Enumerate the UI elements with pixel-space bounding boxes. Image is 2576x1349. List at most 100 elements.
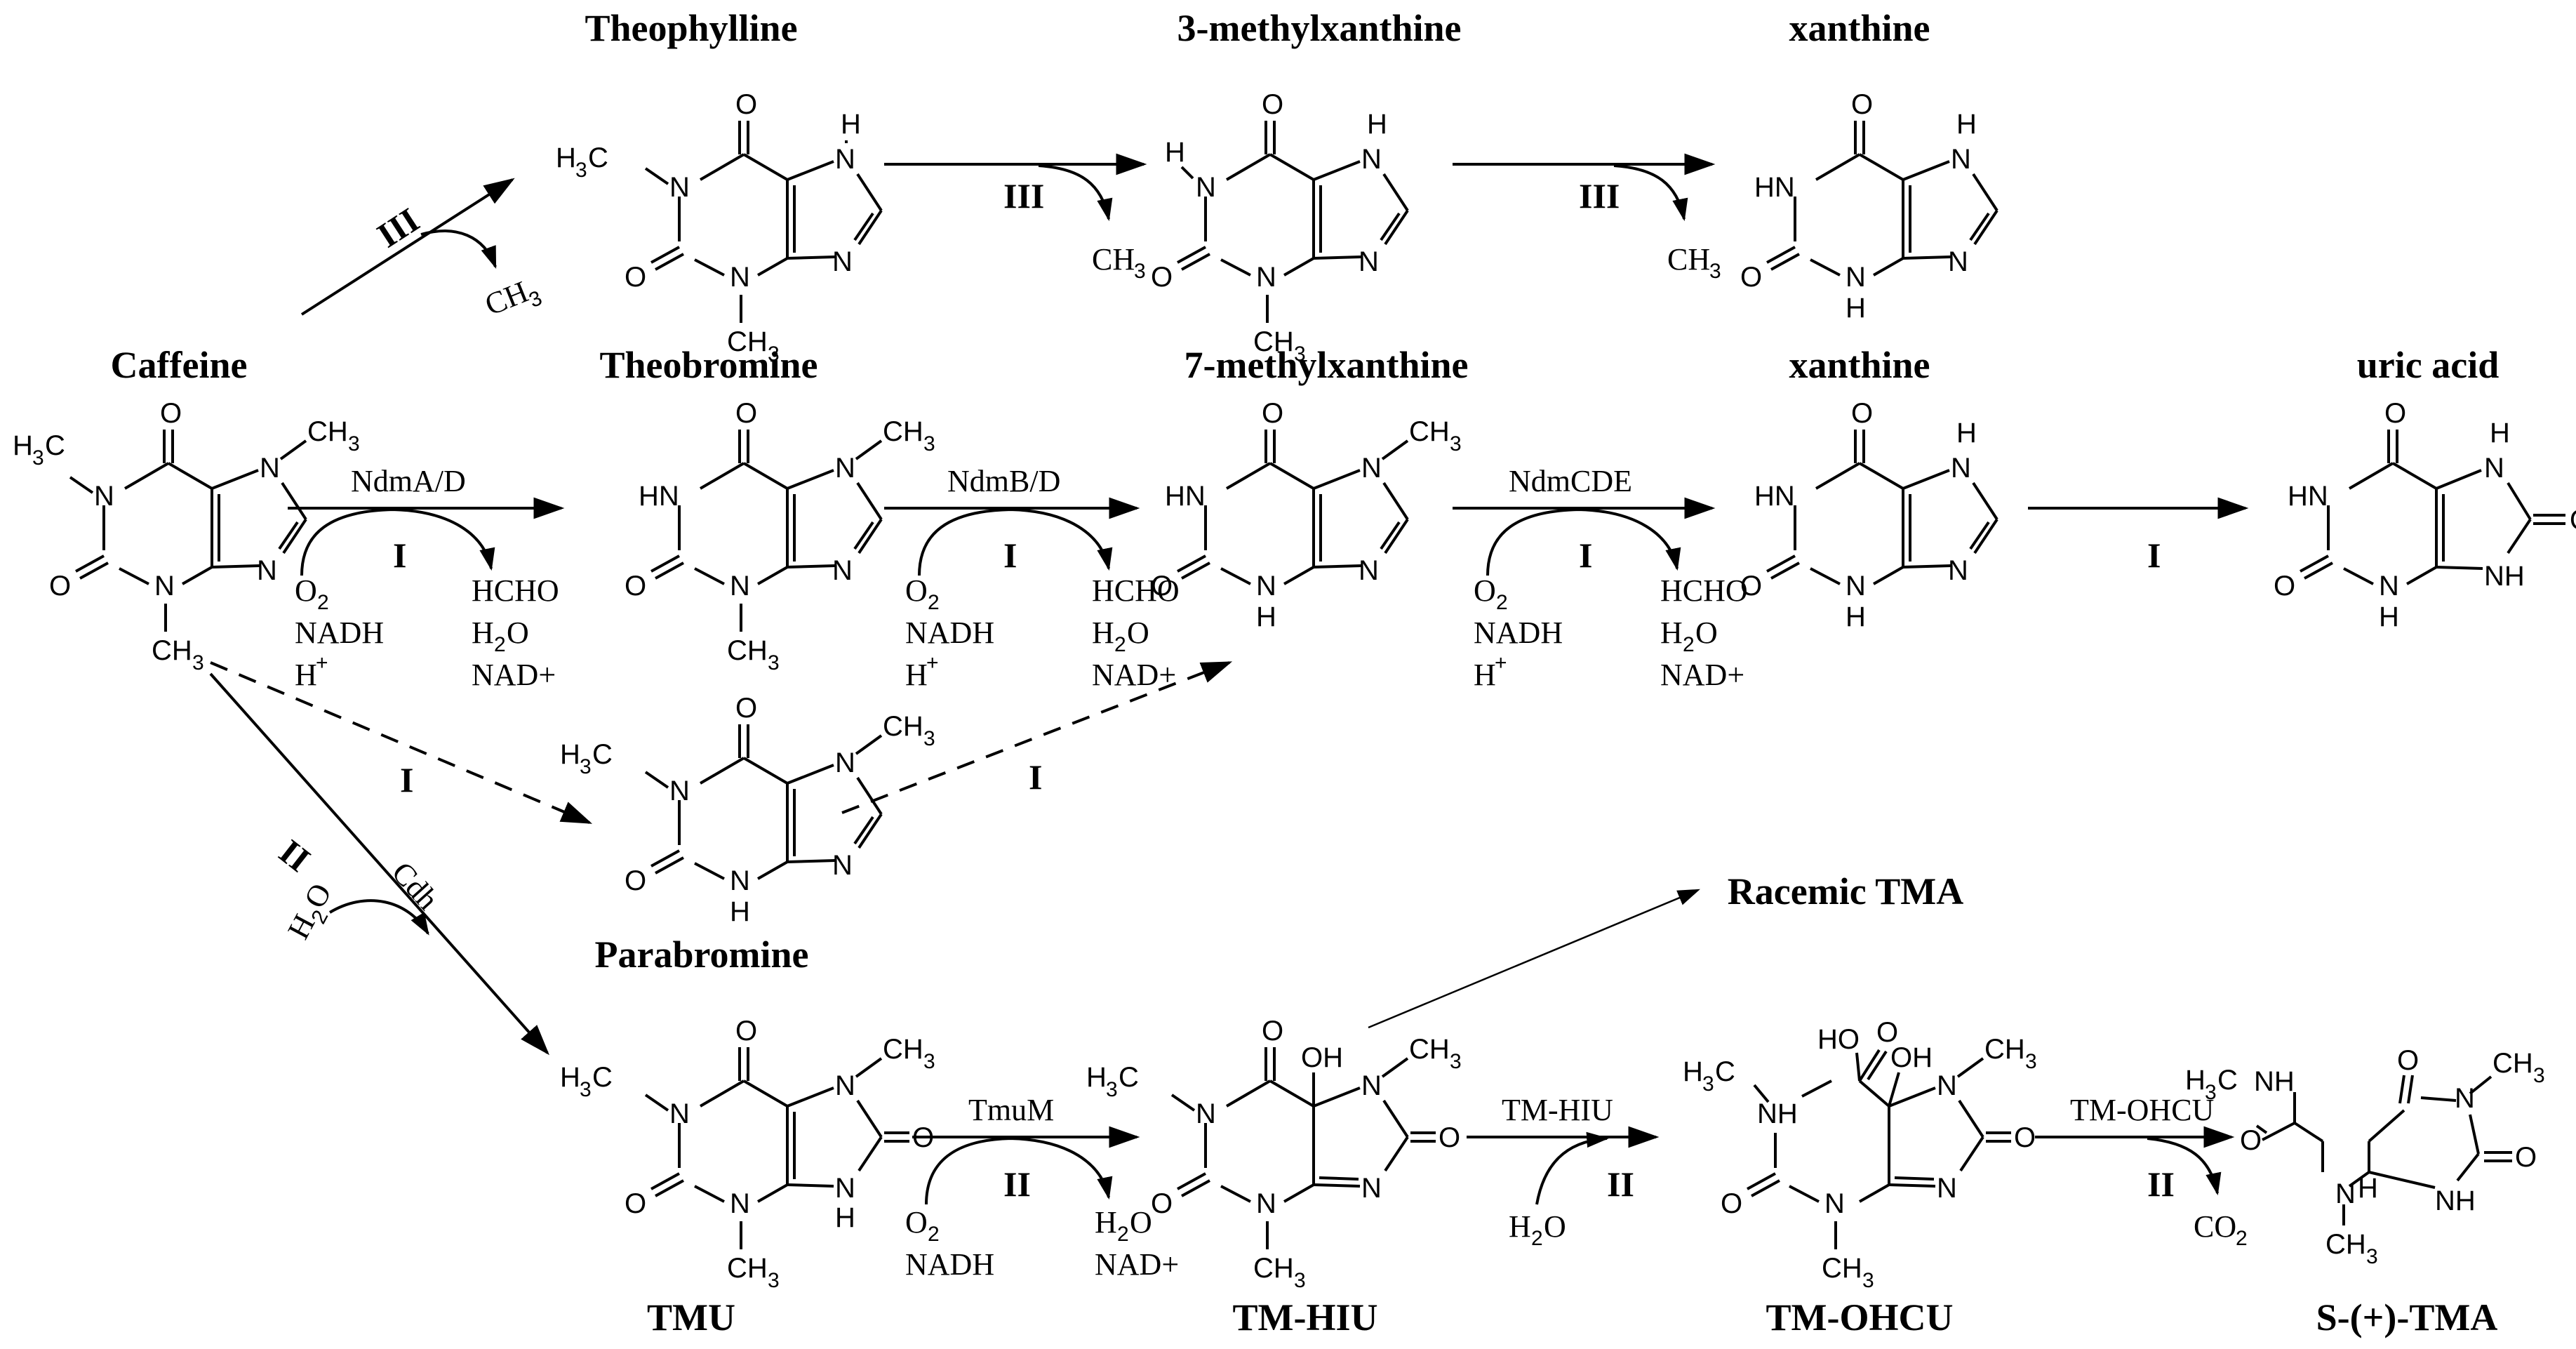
- name-s-tma: S-(+)-TMA: [2316, 1296, 2498, 1338]
- svg-text:3: 3: [1106, 1078, 1118, 1101]
- cofactor-o2-4: O: [905, 1205, 928, 1240]
- enzyme-tmohcu: TM-OHCU: [2070, 1093, 2214, 1127]
- svg-text:C: C: [588, 142, 608, 173]
- svg-text:H: H: [2185, 1065, 2205, 1096]
- svg-text:3: 3: [2205, 1081, 2217, 1104]
- svg-text:CH: CH: [307, 416, 348, 447]
- svg-text:O: O: [1740, 571, 1762, 602]
- svg-text:H: H: [835, 1202, 855, 1233]
- cofactor-o2-2-sub: 2: [928, 591, 940, 614]
- svg-text:3: 3: [348, 432, 360, 456]
- svg-text:N: N: [94, 481, 114, 512]
- arrow-ch3-release-xanthine: [1613, 164, 1688, 222]
- name-theobromine: Theobromine: [599, 344, 817, 386]
- svg-text:O: O: [2570, 505, 2576, 536]
- cofactor-nadh-3: NADH: [1474, 616, 1563, 650]
- name-parabromine: Parabromine: [595, 933, 809, 976]
- svg-text:O: O: [735, 89, 757, 120]
- svg-text:H: H: [13, 430, 33, 461]
- svg-text:H: H: [1956, 109, 1977, 140]
- arrow-tmum-cofactor-curve: [925, 1136, 1113, 1205]
- cofactor-nad-4: NAD+: [1095, 1247, 1179, 1282]
- svg-text:3: 3: [1294, 343, 1306, 366]
- svg-text:CH: CH: [480, 274, 533, 322]
- arrow-tmhiu-cofactor-curve: [1535, 1131, 1610, 1205]
- svg-text:N: N: [1937, 1173, 1957, 1204]
- svg-text:O: O: [1851, 89, 1873, 120]
- pathway-label-i-parabromine-7mx: I: [1029, 757, 1042, 797]
- svg-text:H: H: [1367, 109, 1387, 140]
- cofactor-h2o-3-o: O: [1695, 616, 1718, 650]
- svg-text:NH: NH: [2435, 1185, 2476, 1216]
- cofactor-ch3-xanthine-sub: 3: [1709, 260, 1721, 283]
- svg-text:O: O: [2014, 1122, 2036, 1153]
- svg-text:N: N: [2484, 453, 2504, 484]
- cofactor-h-1: H: [295, 658, 317, 692]
- svg-text:H: H: [1683, 1056, 1703, 1087]
- cofactor-co2-sub: 2: [2236, 1227, 2248, 1250]
- svg-text:O: O: [298, 878, 338, 914]
- svg-text:3: 3: [1450, 1050, 1462, 1073]
- svg-text:C: C: [1715, 1056, 1735, 1087]
- svg-text:O: O: [735, 398, 757, 429]
- svg-text:H: H: [1165, 137, 1185, 168]
- svg-text:N: N: [832, 246, 853, 277]
- cofactor-h2o-4-o: O: [1130, 1205, 1152, 1240]
- svg-text:HN: HN: [1754, 481, 1795, 512]
- svg-text:N: N: [2379, 571, 2399, 602]
- cofactor-h2o-2-sub: 2: [1114, 633, 1126, 656]
- svg-text:O: O: [1876, 1017, 1898, 1048]
- svg-text:NH: NH: [2484, 561, 2525, 592]
- svg-text:O: O: [1262, 1016, 1283, 1046]
- svg-text:3: 3: [1862, 1269, 1874, 1292]
- structure-theophylline: O N O N N H N H 3 C CH 3: [556, 89, 883, 366]
- cofactor-hcho-2: HCHO: [1092, 573, 1180, 608]
- svg-text:CH: CH: [152, 635, 192, 666]
- svg-text:CH: CH: [1253, 1253, 1294, 1284]
- svg-text:N: N: [1361, 1173, 1382, 1204]
- svg-text:3: 3: [923, 1050, 935, 1073]
- cofactor-h-2-sup: +: [926, 651, 939, 674]
- svg-text:N: N: [1951, 144, 1971, 175]
- pathway-label-ii-tm-ohcu: II: [1607, 1164, 1634, 1204]
- cofactor-h2o-1-sub: 2: [494, 633, 506, 656]
- svg-text:N: N: [835, 747, 855, 778]
- svg-text:H: H: [1256, 602, 1276, 632]
- svg-text:O: O: [2397, 1045, 2419, 1076]
- svg-text:O: O: [1151, 262, 1173, 293]
- svg-text:N: N: [1256, 1188, 1276, 1219]
- svg-text:N: N: [669, 172, 690, 203]
- svg-text:NH: NH: [1757, 1098, 1798, 1129]
- svg-text:N: N: [1359, 555, 1379, 586]
- svg-text:3: 3: [192, 651, 204, 674]
- pathway-label-i-parabromine: I: [400, 760, 413, 799]
- cofactor-h-3: H: [1474, 658, 1496, 692]
- cofactor-h2o-2: H: [1092, 616, 1114, 650]
- svg-text:N: N: [835, 1173, 855, 1204]
- svg-text:CH: CH: [883, 416, 923, 447]
- pathway-label-ii-tmu: II: [272, 832, 318, 879]
- svg-text:CH: CH: [727, 1253, 768, 1284]
- svg-text:H: H: [1086, 1062, 1107, 1093]
- cofactor-o2-1: O: [295, 573, 317, 608]
- arrow-ndmcde-cofactor-curve: [1486, 507, 1681, 576]
- structure-tmu: O N O N N N H O H 3 C CH 3 CH 3: [560, 1016, 935, 1292]
- name-racemic-tma: Racemic TMA: [1728, 870, 1963, 912]
- svg-text:C: C: [45, 430, 65, 461]
- svg-text:3: 3: [768, 651, 780, 674]
- svg-text:CH: CH: [1822, 1253, 1862, 1284]
- cofactor-h2o-1-o: O: [507, 616, 529, 650]
- name-tm-hiu: TM-HIU: [1233, 1296, 1378, 1338]
- svg-text:CH: CH: [883, 711, 923, 742]
- structure-xanthine-top: O HN O N H N H N: [1740, 89, 1998, 324]
- svg-text:N: N: [1846, 262, 1866, 293]
- svg-text:CH: CH: [727, 635, 768, 666]
- svg-text:N: N: [1256, 571, 1276, 602]
- pathway-label-i-theobromine: I: [393, 536, 406, 575]
- name-3-methylxanthine: 3-methylxanthine: [1177, 7, 1462, 49]
- svg-text:N: N: [835, 453, 855, 484]
- structure-parabromine: O N O N H N N H 3 C CH 3: [560, 693, 935, 927]
- svg-text:CH: CH: [1409, 1034, 1450, 1065]
- name-uric-acid: uric acid: [2357, 344, 2499, 386]
- svg-text:HN: HN: [639, 481, 679, 512]
